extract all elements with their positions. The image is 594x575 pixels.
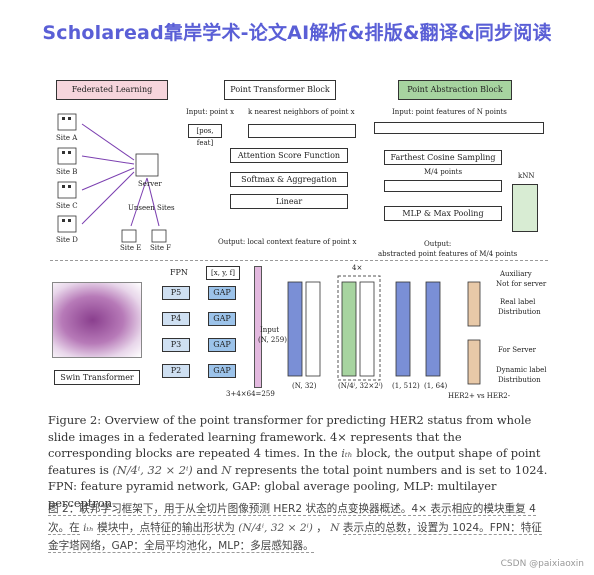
- dims2: (N/4ⁱ, 32×2ⁱ): [338, 382, 383, 390]
- count-label: 3+4×64=259: [226, 390, 275, 398]
- aux2-label: Not for server: [496, 280, 547, 288]
- federated-title: Federated Learning: [56, 80, 168, 100]
- federated-panel: Federated Learning: [48, 76, 176, 266]
- pipeline-panel: FPN [x, y, f] P5 P4 P3 P2 GAP GAP GAP GA…: [48, 262, 550, 402]
- pa-fcs: Farthest Cosine Sampling: [384, 150, 502, 165]
- pt-pair: [pos, feat]: [188, 124, 222, 147]
- site-label: Site C: [56, 202, 78, 210]
- pt-linear: Linear: [230, 194, 348, 209]
- site-f-icon: [151, 229, 167, 243]
- caption-en-shape: (N/4ⁱ, 32 × 2ⁱ): [112, 462, 193, 477]
- caption-en-part: represents the total point numbers and i…: [48, 462, 548, 510]
- caption-cn-shape: (N/4ⁱ, 32 × 2ⁱ): [238, 521, 313, 534]
- dyn-label: Dynamic label: [496, 366, 547, 374]
- fpn-level: P5: [162, 286, 190, 300]
- dyn2-label: Distribution: [498, 376, 541, 384]
- pa-input: Input: point features of N points: [392, 108, 507, 116]
- fpn-level: P2: [162, 364, 190, 378]
- gap-box: GAP: [208, 286, 236, 300]
- pt-block-title: Point Transformer Block: [224, 80, 336, 100]
- pipeline-blocks: [287, 275, 481, 385]
- repeat-label: 4×: [352, 264, 363, 272]
- pa-knn-stack: [512, 184, 538, 232]
- site-label: Site E: [120, 244, 142, 252]
- caption-en-part: and: [196, 462, 218, 477]
- caption-cn-part: ，: [316, 521, 327, 534]
- pa-knn: kNN: [518, 172, 535, 180]
- her2-label: HER2+ vs HER2-: [448, 392, 511, 400]
- pt-attention: Attention Score Function: [230, 148, 348, 163]
- concat-bar: [254, 266, 262, 388]
- caption-cn-ith: iₜₕ: [83, 521, 94, 534]
- caption-en-part: block, the output shape of point feature…: [48, 446, 541, 477]
- figure: Federated Learning: [48, 62, 550, 402]
- input-dims: (N, 259): [258, 336, 287, 344]
- caption-chinese: 图 2：联邦学习框架下，用于从全切片图像预测 HER2 状态的点变换器概述。4×…: [48, 500, 548, 556]
- site-b-icon: [57, 147, 77, 165]
- site-label: Site A: [56, 134, 78, 142]
- pt-input: Input: point x: [186, 108, 235, 116]
- site-label: Site B: [56, 168, 78, 176]
- gap-box: GAP: [208, 338, 236, 352]
- server-icon: [135, 153, 159, 177]
- pt-block-panel: Point Transformer Block Input: point x k…: [184, 76, 362, 266]
- caption-english: Figure 2: Overview of the point transfor…: [48, 412, 548, 511]
- watermark: CSDN @paixiaoxin: [500, 559, 584, 569]
- caption-cn-n: N: [330, 521, 340, 534]
- mlp-block: [287, 281, 303, 377]
- site-label: Site F: [150, 244, 172, 252]
- site-d-icon: [57, 215, 77, 233]
- gap-block: [395, 281, 411, 377]
- panel-divider: [50, 260, 548, 261]
- pos-box: [x, y, f]: [206, 266, 240, 280]
- gap-box: GAP: [208, 312, 236, 326]
- caption-en-ith: iₜₕ: [341, 446, 353, 460]
- site-c-icon: [57, 181, 77, 199]
- pa-mlp: MLP & Max Pooling: [384, 206, 502, 221]
- banner-title: Scholaread靠岸学术-论文AI解析&排版&翻译&同步阅读: [42, 22, 552, 44]
- caption-en-n: N: [221, 462, 232, 477]
- pa-output: Output:: [424, 240, 452, 248]
- pa-block: [341, 281, 357, 377]
- site-e-icon: [121, 229, 137, 243]
- fpn-level: P3: [162, 338, 190, 352]
- real-label: Real label: [500, 298, 536, 306]
- pt-block: [305, 281, 321, 377]
- server-label: Server: [138, 180, 162, 188]
- pt-output: Output: local context feature of point x: [218, 238, 357, 246]
- pa-output2: abstracted point features of M/4 points: [378, 250, 518, 258]
- pa-m4-feats: [384, 180, 502, 192]
- wsi-image: [52, 282, 142, 358]
- for-server-label: For Server: [498, 346, 536, 354]
- unseen-label: Unseen Sites: [128, 204, 175, 212]
- dims1: (N, 32): [292, 382, 317, 390]
- caption-cn-part: 表示点的总数，设置为 1024。FPN：特征金字塔网络，GAP：全局平均池化，M…: [48, 521, 542, 553]
- fpn-level: P4: [162, 312, 190, 326]
- site-label: Site D: [56, 236, 78, 244]
- fpn-label: FPN: [170, 268, 188, 277]
- mlp-block-2: [425, 281, 441, 377]
- caption-cn-part: 模块中，点特征的输出形状为: [97, 521, 235, 535]
- pt-neighbor-feats: [248, 124, 356, 138]
- input-label: Input: [260, 326, 280, 334]
- dims4: (1, 64): [424, 382, 448, 390]
- site-a-icon: [57, 113, 77, 131]
- real2-label: Distribution: [498, 308, 541, 316]
- pt-softmax: Softmax & Aggregation: [230, 172, 348, 187]
- pa-m4: M/4 points: [424, 168, 463, 176]
- swin-box: Swin Transformer: [54, 370, 140, 385]
- pt-neighbors: k nearest neighbors of point x: [248, 108, 355, 116]
- linear-server: [467, 339, 481, 385]
- linear-aux: [467, 281, 481, 327]
- caption-en-part: Figure 2: Overview of the point transfor…: [48, 413, 532, 460]
- federated-diagram: [57, 113, 167, 243]
- pt-block-2: [359, 281, 375, 377]
- gap-box: GAP: [208, 364, 236, 378]
- pa-block-panel: Point Abstraction Block Input: point fea…: [370, 76, 548, 266]
- dims3: (1, 512): [392, 382, 420, 390]
- caption-cn-part: 图 2：联邦学习框架下，用于从全切片图像预测 HER2 状态的点变换器概述。4×…: [48, 503, 536, 535]
- pa-features: [374, 122, 544, 134]
- pa-block-title: Point Abstraction Block: [398, 80, 512, 100]
- aux-label: Auxiliary: [500, 270, 532, 278]
